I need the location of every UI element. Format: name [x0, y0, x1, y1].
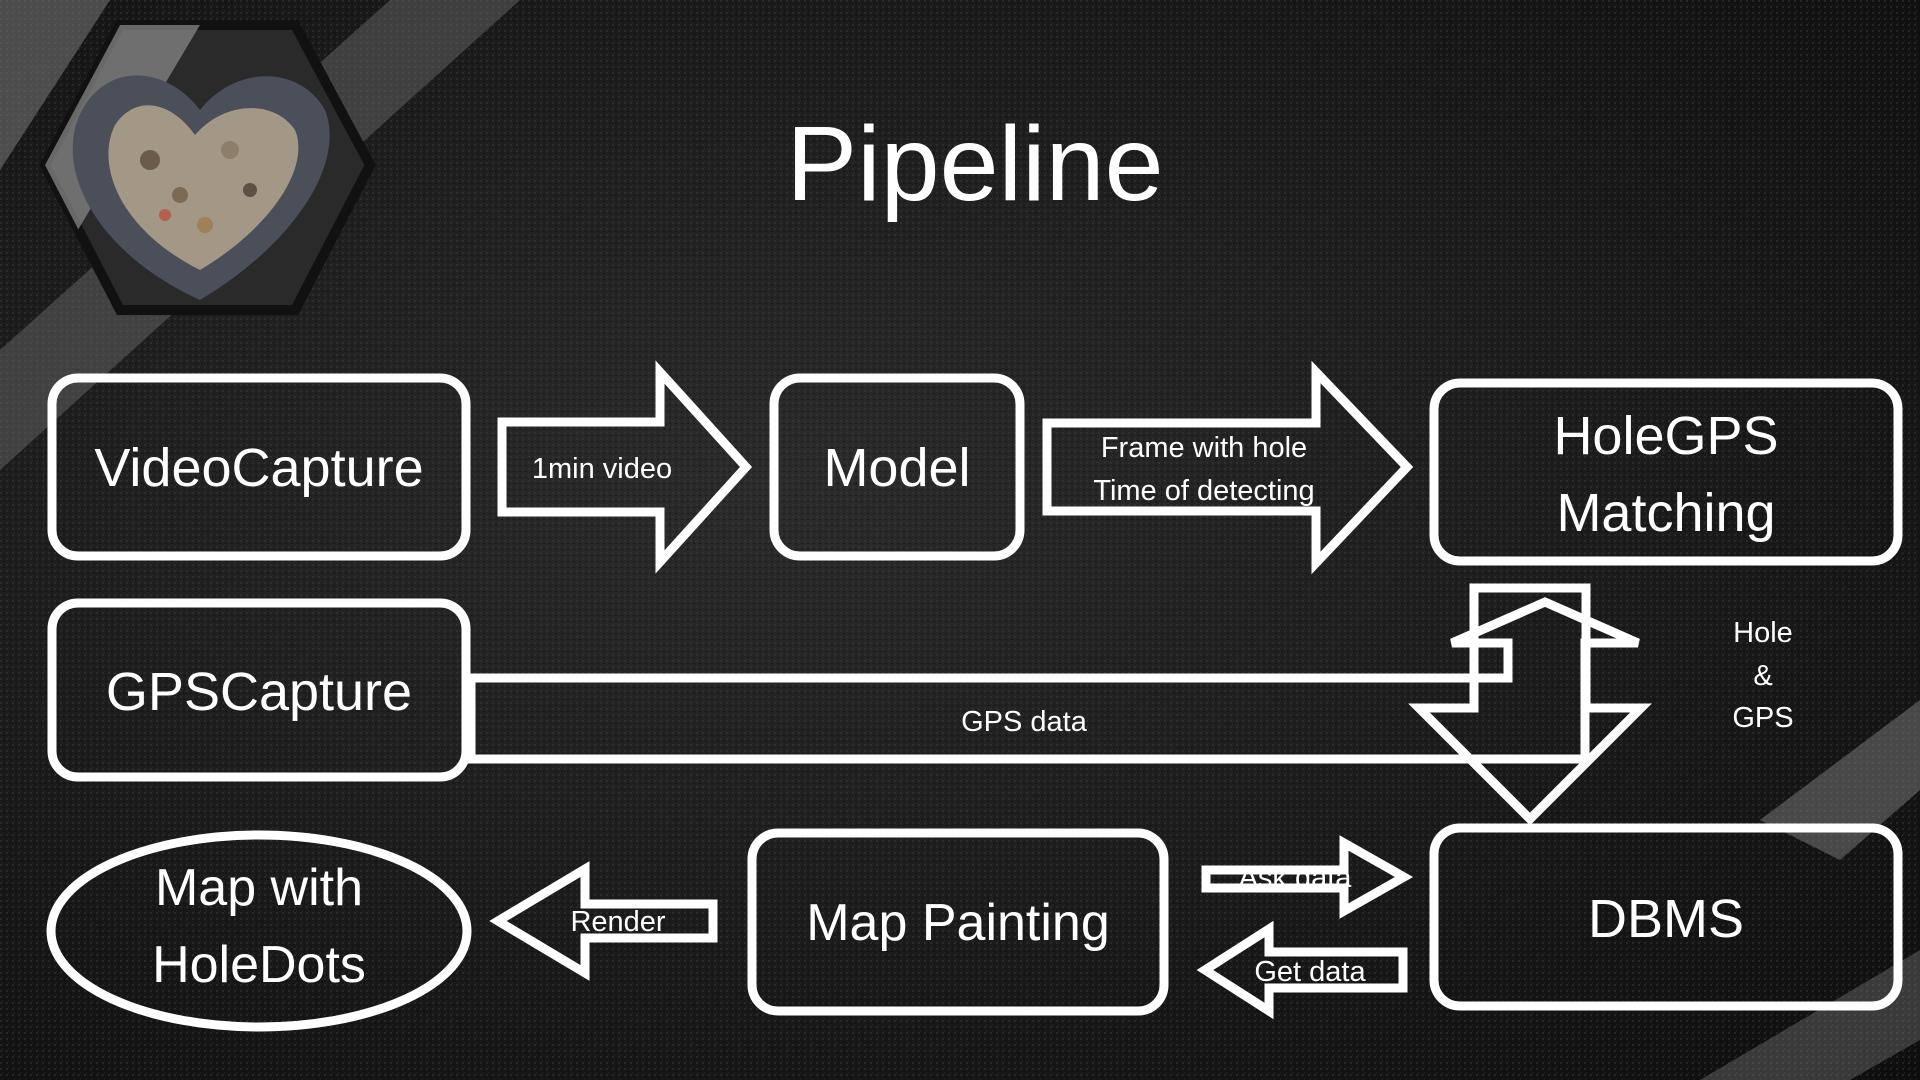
model-to-matching-label-line1: Frame with hole: [1101, 432, 1307, 464]
road-stripe-right: [1760, 700, 1920, 860]
arrow-video-to-model: [497, 360, 753, 574]
page-title: Pipeline: [786, 105, 1163, 223]
matching-to-dbms-label-line2: &: [1753, 660, 1772, 692]
arrow-render: [489, 861, 718, 981]
get-data-label: Get data: [1254, 956, 1366, 988]
pothole-heart-logo: [39, 20, 376, 315]
holegps-matching-label-line1: HoleGPS: [1553, 406, 1778, 466]
matching-to-dbms-label-line1: Hole: [1733, 617, 1793, 649]
dbms-label: DBMS: [1588, 889, 1744, 949]
model-to-matching-label-line2: Time of detecting: [1093, 475, 1314, 507]
holegps-matching-box: [1429, 378, 1903, 566]
dbms-box: [1429, 823, 1903, 1011]
map-painting-box: [747, 828, 1169, 1016]
gps-data-label: GPS data: [961, 706, 1088, 738]
holegps-matching-label-line2: Matching: [1556, 483, 1775, 543]
arrow-get-data: [1196, 920, 1408, 1020]
ask-data-label: Ask data: [1239, 862, 1353, 894]
render-label: Render: [570, 906, 665, 938]
road-stripe-bottom-right: [1700, 950, 1920, 1080]
map-with-holedots-ellipse: [46, 830, 472, 1032]
arrow-model-to-matching: [1042, 360, 1414, 575]
gpscapture-box: [47, 598, 471, 782]
video-to-model-label: 1min video: [532, 453, 672, 485]
road-stripe-top-left: [0, 0, 110, 170]
matching-to-dbms-label-line3: GPS: [1732, 702, 1793, 734]
map-with-holedots-label-line2: HoleDots: [152, 936, 366, 994]
model-label: Model: [823, 438, 970, 498]
gpscapture-label: GPSCapture: [106, 662, 412, 722]
arrow-gps-data: [466, 597, 1640, 764]
videocapture-label: VideoCapture: [94, 438, 423, 498]
map-with-holedots-label-line1: Map with: [155, 859, 363, 917]
arrow-ask-data: [1201, 835, 1414, 919]
map-painting-label: Map Painting: [806, 894, 1110, 952]
videocapture-box: [47, 373, 471, 561]
model-box: [769, 373, 1025, 561]
